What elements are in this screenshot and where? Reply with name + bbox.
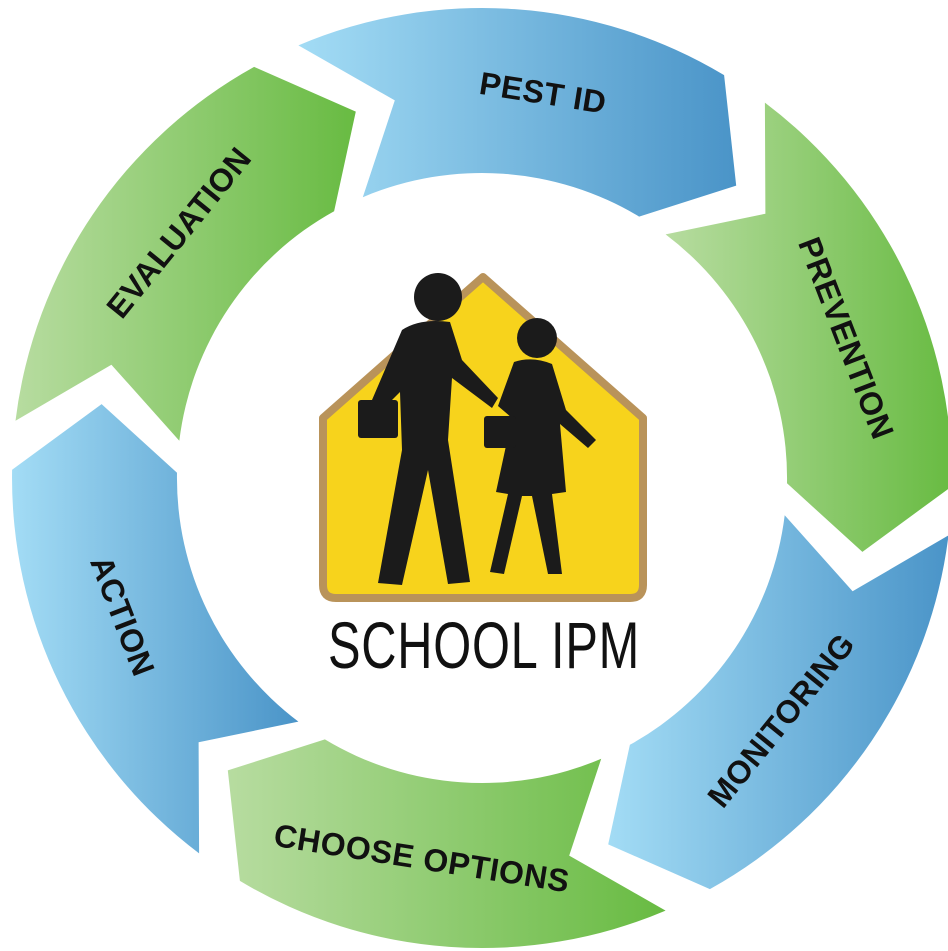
cycle-arrow-choose-options [227, 739, 666, 948]
cycle-arrow-pest-id [298, 8, 737, 217]
cycle-arrow-action [12, 404, 299, 854]
adult-figure-icon [358, 273, 498, 585]
cycle-arrow-monitoring [608, 515, 948, 890]
cycle-arrow-prevention [665, 102, 948, 552]
logo-brand-text: SCHOOL IPM [328, 608, 640, 682]
child-figure-icon [484, 318, 596, 574]
cycle-arrow-evaluation [15, 66, 356, 441]
school-crossing-logo: SCHOOL IPM [319, 273, 647, 682]
